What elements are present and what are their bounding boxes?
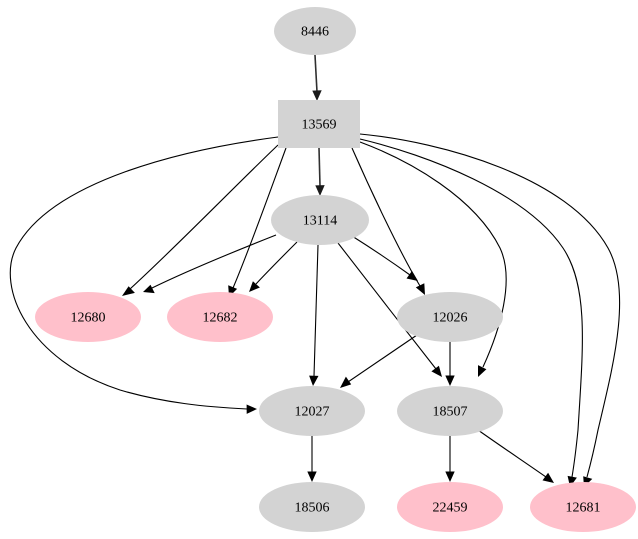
node-shape-12026[interactable]	[397, 292, 503, 342]
node-18506[interactable]: 18506	[259, 482, 365, 532]
edges-layer	[9, 54, 621, 487]
node-shape-18507[interactable]	[397, 386, 503, 436]
node-shape-13569[interactable]	[278, 100, 360, 148]
node-shape-13114[interactable]	[271, 195, 369, 245]
node-22459[interactable]: 22459	[397, 482, 503, 532]
edge-13569-12680	[122, 144, 279, 296]
node-18507[interactable]: 18507	[397, 386, 503, 436]
node-8446[interactable]: 8446	[274, 7, 356, 55]
edge-18507-22459	[445, 436, 455, 482]
edge-13569-12027	[9, 136, 279, 414]
edge-13569-13114	[315, 147, 325, 196]
edge-8446-13569	[312, 54, 322, 101]
node-shape-12680[interactable]	[35, 292, 141, 342]
edge-13114-12680	[143, 234, 277, 294]
edge-13114-12026	[351, 235, 418, 281]
edge-13114-12682	[249, 241, 298, 292]
node-shape-18506[interactable]	[259, 482, 365, 532]
edge-12026-18507	[445, 342, 455, 386]
edge-12026-12027	[340, 334, 418, 388]
edge-12027-18506	[307, 436, 317, 482]
node-13569[interactable]: 13569	[278, 100, 360, 148]
node-12682[interactable]: 12682	[167, 292, 273, 342]
node-12681[interactable]: 12681	[530, 482, 636, 532]
edge-13114-12027	[309, 244, 319, 386]
node-12680[interactable]: 12680	[35, 292, 141, 342]
node-shape-12682[interactable]	[167, 292, 273, 342]
node-12026[interactable]: 12026	[397, 292, 503, 342]
edge-13114-18507	[337, 242, 442, 377]
node-shape-12027[interactable]	[259, 386, 365, 436]
node-shape-22459[interactable]	[397, 482, 503, 532]
nodes-layer: 8446 13569 13114 12680 12682 12026	[35, 7, 636, 532]
node-12027[interactable]: 12027	[259, 386, 365, 436]
edge-13569-18507	[359, 141, 507, 377]
node-shape-8446[interactable]	[274, 7, 356, 55]
edge-18507-12681	[477, 429, 554, 483]
node-shape-12681[interactable]	[530, 482, 636, 532]
node-13114[interactable]: 13114	[271, 195, 369, 245]
